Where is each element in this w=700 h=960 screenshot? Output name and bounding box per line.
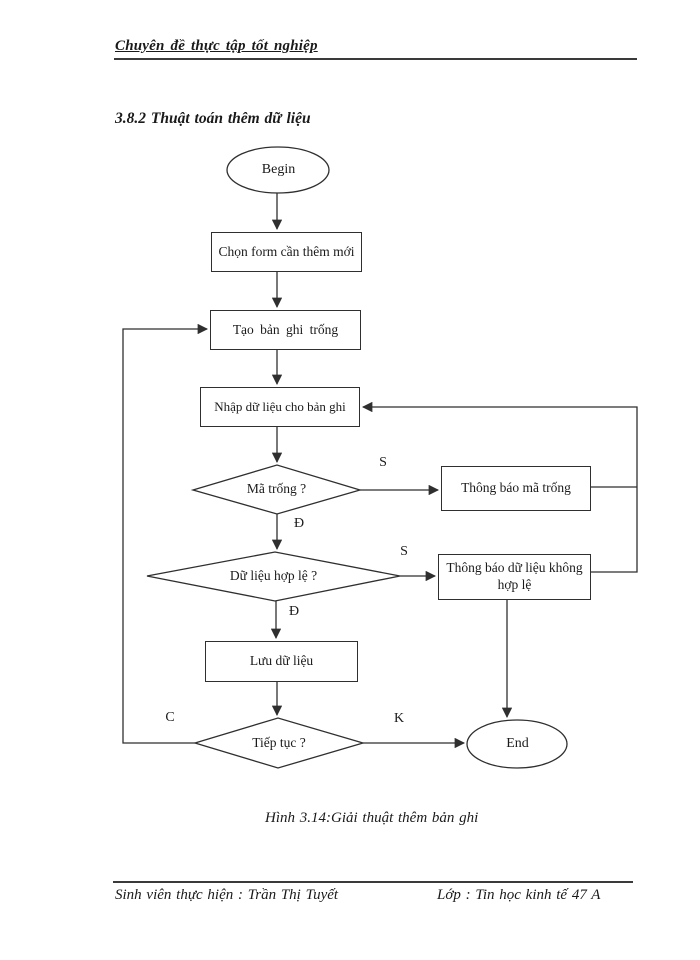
branch-label-code-yes: S	[379, 455, 387, 470]
flow-node-save-data: Lưu dữ liệu	[205, 641, 358, 682]
figure-caption: Hình 3.14:Giải thuật thêm bản ghi	[265, 810, 479, 826]
connector-invalid-feedback	[361, 401, 638, 573]
flow-node-end: End	[506, 736, 529, 752]
flow-node-check-code-empty: Mã trống ?	[246, 481, 307, 497]
footer-divider	[113, 881, 633, 883]
branch-label-continue-yes: C	[165, 710, 175, 725]
footer-class-name: Lớp : Tin học kinh tế 47 A	[437, 887, 601, 903]
branch-label-code-no: Đ	[293, 516, 305, 531]
flow-node-input-data: Nhập dữ liệu cho bản ghi	[200, 387, 360, 427]
flow-node-notify-code-empty: Thông báo mã trống	[441, 466, 591, 511]
header-divider	[114, 58, 637, 60]
connector-continue-yes-loop	[122, 323, 209, 744]
flow-node-choose-form: Chọn form cần thêm mới	[211, 232, 362, 272]
flow-node-begin: Begin	[261, 162, 296, 178]
flow-node-check-data-valid: Dữ liệu hợp lệ ?	[229, 568, 318, 584]
branch-label-continue-no: K	[393, 711, 405, 726]
begin-terminator-shape	[226, 146, 330, 194]
footer-student-name: Sinh viên thực hiện : Trần Thị Tuyết	[115, 887, 339, 903]
section-title: 3.8.2 Thuật toán thêm dữ liệu	[115, 110, 311, 127]
flow-node-create-record: Tạo bản ghi trống	[210, 310, 361, 350]
page-header-title: Chuyên đề thực tập tốt nghiệp	[115, 38, 318, 54]
flow-node-notify-data-invalid: Thông báo dữ liệu không hợp lệ	[438, 554, 591, 600]
branch-label-valid-yes: S	[400, 544, 408, 559]
branch-label-valid-no: Đ	[288, 604, 300, 619]
end-terminator-shape	[466, 719, 568, 769]
flow-node-ask-continue: Tiếp tục ?	[252, 734, 306, 750]
